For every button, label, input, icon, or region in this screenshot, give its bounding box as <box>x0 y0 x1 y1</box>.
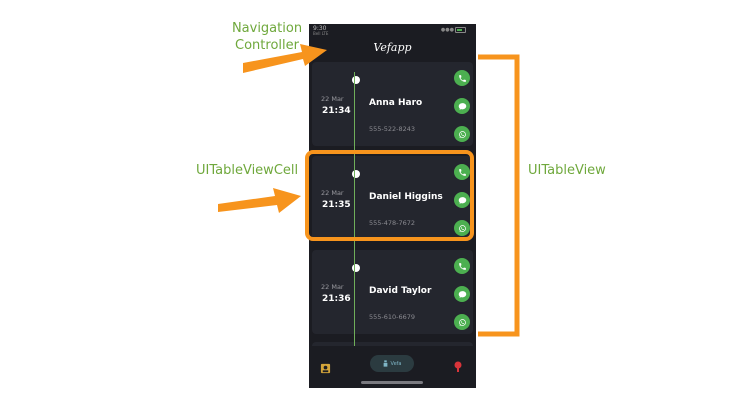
status-time: 9:30 <box>313 25 327 32</box>
whatsapp-icon <box>458 318 466 326</box>
whatsapp-button[interactable] <box>454 314 470 330</box>
navigation-arrow <box>243 44 327 73</box>
call-time: 21:34 <box>322 106 351 116</box>
tab-vefa-label: Vefa <box>390 360 402 367</box>
contact-name: Anna Haro <box>369 98 423 108</box>
call-date: 22 Mar <box>321 95 344 103</box>
whatsapp-button[interactable] <box>454 126 470 142</box>
table-row[interactable]: 22 Mar 21:34 Anna Haro 555-522-8243 <box>312 62 473 146</box>
cell-arrow <box>218 188 301 213</box>
call-time: 21:35 <box>322 200 351 210</box>
contact-phone: 555-522-8243 <box>369 125 416 133</box>
phone-icon <box>458 262 466 270</box>
call-date: 22 Mar <box>321 283 344 291</box>
battery-icon <box>455 27 466 33</box>
call-time: 21:36 <box>322 294 351 304</box>
tab-vefa[interactable]: Vefa <box>370 355 414 372</box>
navigation-controller-annotation: Navigation Controller <box>218 20 316 54</box>
table-cell-annotation: UITableViewCell <box>196 163 299 178</box>
message-icon <box>458 290 466 298</box>
status-bar: 9:30 Bell LTE ●●● <box>309 24 476 38</box>
whatsapp-icon <box>458 224 466 232</box>
contacts-tab-icon[interactable] <box>320 359 331 374</box>
message-button[interactable] <box>454 98 470 114</box>
status-carrier: Bell LTE <box>313 31 329 36</box>
home-indicator <box>361 381 423 384</box>
contact-name: David Taylor <box>369 286 432 296</box>
phone-screen: 9:30 Bell LTE ●●● Vefapp 22 Mar 21:34 An… <box>309 24 476 388</box>
cell-highlight-box <box>305 150 474 241</box>
table-view-annotation: UITableView <box>528 163 606 178</box>
contact-phone: 555-478-7672 <box>369 219 416 227</box>
message-icon <box>458 102 466 110</box>
message-button[interactable] <box>454 286 470 302</box>
whatsapp-button[interactable] <box>454 220 470 236</box>
table-row[interactable]: 22 Mar 21:35 Daniel Higgins 555-478-7672 <box>312 156 473 240</box>
nav-annotation-line1: Navigation <box>231 21 303 36</box>
nav-title: Vefapp <box>373 41 412 54</box>
timeline-dot <box>352 76 360 84</box>
contact-phone: 555-610-6679 <box>369 313 416 321</box>
timeline-dot <box>352 170 360 178</box>
call-date: 22 Mar <box>321 189 344 197</box>
message-button[interactable] <box>454 192 470 208</box>
phone-icon <box>458 74 466 82</box>
vefa-tab-icon <box>383 360 387 367</box>
table-bracket <box>478 54 520 337</box>
nav-annotation-line2: Controller <box>235 38 299 53</box>
tab-bar: Vefa <box>309 346 476 388</box>
message-icon <box>458 196 466 204</box>
call-button[interactable] <box>454 164 470 180</box>
timeline-dot <box>352 264 360 272</box>
phone-icon <box>458 168 466 176</box>
timeline-line <box>354 72 355 358</box>
call-button[interactable] <box>454 258 470 274</box>
contact-name: Daniel Higgins <box>369 192 443 202</box>
call-button[interactable] <box>454 70 470 86</box>
whatsapp-icon <box>458 130 466 138</box>
pin-tab-icon[interactable] <box>453 358 463 372</box>
navigation-bar: Vefapp <box>309 38 476 58</box>
signal-icon: ●●● <box>440 27 454 33</box>
table-row[interactable]: 22 Mar 21:36 David Taylor 555-610-6679 <box>312 250 473 334</box>
